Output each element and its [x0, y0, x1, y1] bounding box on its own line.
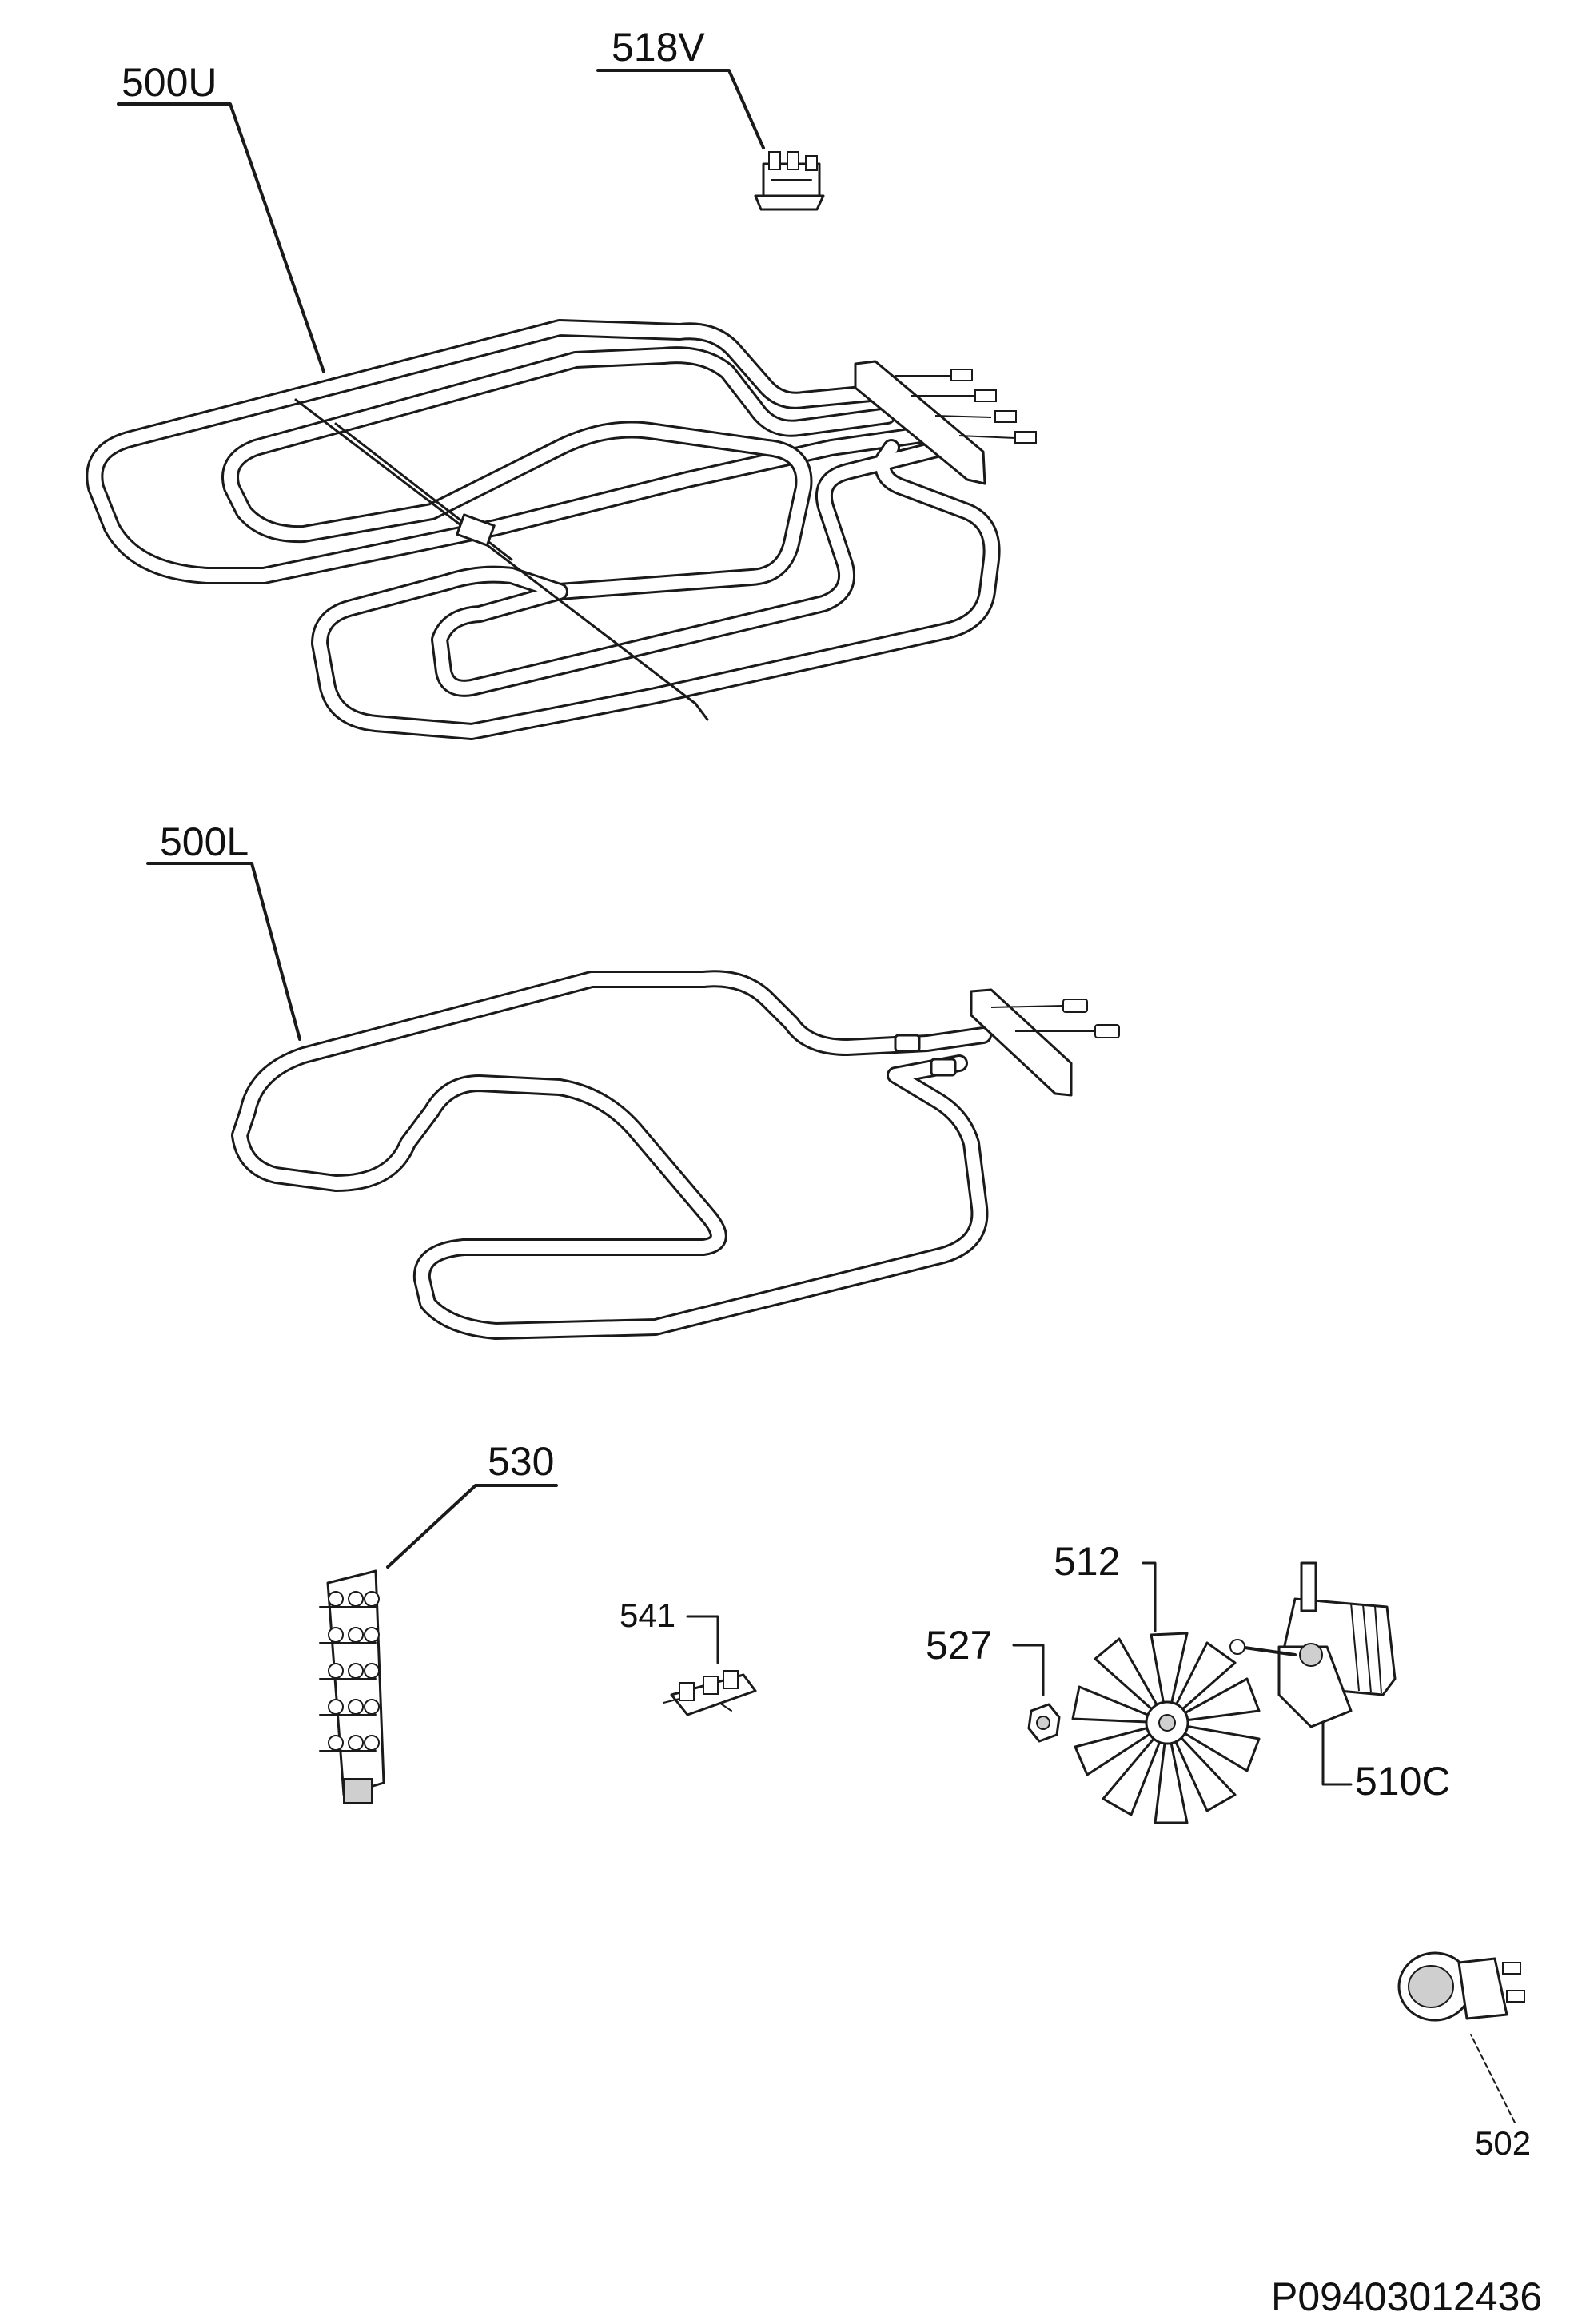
terminal-block-530-drawing: [319, 1569, 385, 1804]
callout-leader-512: [1142, 1561, 1157, 1632]
switch-541-drawing: [663, 1670, 757, 1716]
callout-leader-500u: [117, 102, 325, 373]
fan-motor-510c-drawing: [1229, 1561, 1397, 1728]
callout-label-510c: 510C: [1355, 1759, 1451, 1804]
oven-lamp-502-drawing: [1397, 1951, 1525, 2022]
callout-label-541: 541: [620, 1597, 675, 1634]
callout-label-500l: 500L: [160, 819, 249, 864]
part-500l-group[interactable]: 500L: [146, 819, 1120, 1340]
callout-label-502: 502: [1475, 2124, 1531, 2162]
callout-label-527: 527: [926, 1623, 992, 1668]
part-541-group[interactable]: 541: [620, 1597, 757, 1716]
callout-leader-541: [686, 1615, 719, 1664]
callout-label-500u: 500U: [122, 60, 217, 105]
upper-heating-element-500u-drawing: [86, 319, 1037, 740]
thermostat-518v-drawing: [754, 151, 825, 211]
drawing-reference-code: P09403012436: [1271, 2274, 1542, 2319]
part-512-group[interactable]: 512: [1054, 1539, 1261, 1824]
fan-blade-512-drawing: [1071, 1632, 1261, 1824]
callout-leader-510c: [1321, 1717, 1353, 1786]
callout-leader-502: [1470, 2034, 1516, 2123]
callout-label-512: 512: [1054, 1539, 1120, 1584]
callout-leader-518v: [596, 69, 765, 149]
callout-leader-530: [386, 1484, 558, 1569]
part-502-group[interactable]: 502: [1397, 1951, 1531, 2162]
callout-leader-500l: [146, 862, 301, 1041]
part-510c-group[interactable]: 510C: [1229, 1561, 1451, 1804]
callout-leader-527: [1012, 1644, 1045, 1696]
lower-heating-element-500l-drawing: [231, 970, 1120, 1340]
part-527-group[interactable]: 527: [926, 1623, 1061, 1743]
part-518v-group[interactable]: 518V: [596, 25, 825, 211]
part-530-group[interactable]: 530: [319, 1439, 558, 1804]
nut-527-drawing: [1027, 1703, 1061, 1743]
part-500u-group[interactable]: 500U: [86, 60, 1037, 740]
callout-label-518v: 518V: [612, 25, 705, 70]
callout-label-530: 530: [488, 1439, 554, 1484]
